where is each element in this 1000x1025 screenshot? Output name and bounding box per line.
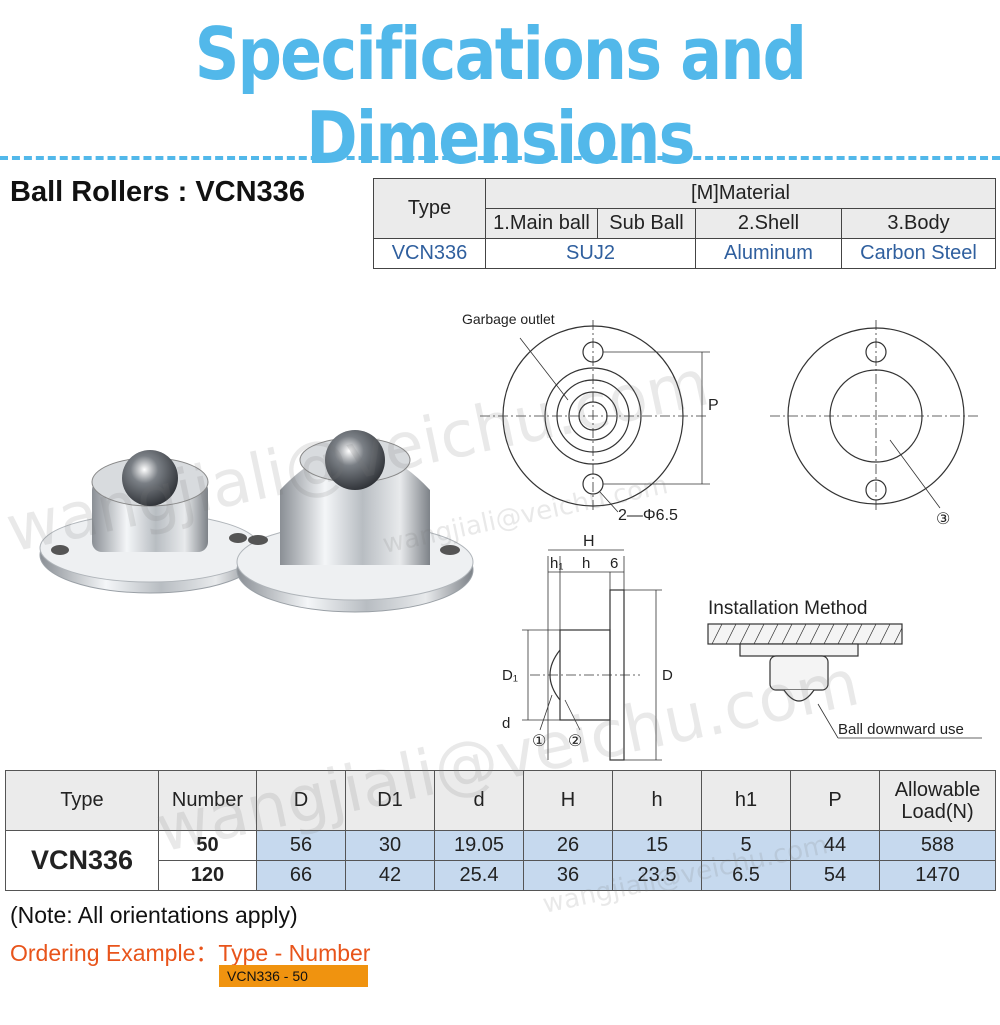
orientation-note: (Note: All orientations apply)	[10, 902, 298, 928]
spec-h-header: h	[612, 770, 702, 831]
dim-d-big-label: D	[662, 667, 673, 684]
body-material-value: Carbon Steel	[841, 238, 996, 269]
holes-label: 2—Φ6.5	[618, 507, 678, 524]
callout-1-label: ①	[532, 733, 546, 750]
dim-h-small-label: h	[582, 555, 590, 572]
technical-drawings: Garbage outlet P 2—Φ6.5 ③ H h₁ h 6 D₁	[462, 311, 982, 761]
body-header: 3.Body	[841, 208, 996, 239]
spec-table: Type Number D D1 d H h h1 P Allowable Lo…	[5, 770, 996, 891]
ordering-example-badge: VCN336 - 50	[219, 965, 368, 987]
spec-number-header: Number	[158, 770, 257, 831]
shell-material-value: Aluminum	[695, 238, 842, 269]
page-title: Specifications and Dimensions	[194, 12, 807, 180]
material-table: Type [M]Material 1.Main ball Sub Ball 2.…	[373, 178, 996, 269]
installation-drawing	[707, 623, 982, 739]
spec-cell: 588	[879, 830, 996, 861]
spec-D1-header: D1	[345, 770, 435, 831]
side-view-drawing	[522, 549, 662, 761]
garbage-outlet-label: Garbage outlet	[462, 311, 555, 327]
spec-type-header: Type	[5, 770, 159, 831]
spec-cell: 6.5	[701, 860, 791, 891]
spec-cell: 25.4	[434, 860, 524, 891]
main-ball-header: 1.Main ball	[485, 208, 598, 239]
material-header: [M]Material	[485, 178, 996, 209]
top-view-drawing	[480, 320, 710, 513]
spec-cell: 19.05	[434, 830, 524, 861]
spec-cell: 30	[345, 830, 435, 861]
spec-cell: 44	[790, 830, 880, 861]
spec-number-50: 50	[158, 830, 257, 861]
callout-3-label: ③	[936, 511, 950, 528]
dim-d1-label: D₁	[502, 667, 518, 684]
spec-cell: 66	[256, 860, 346, 891]
spec-h1-header: h1	[701, 770, 791, 831]
dim-p-label: P	[708, 397, 719, 414]
product-subtitle: Ball Rollers : VCN336	[10, 176, 305, 208]
spec-cell: 23.5	[612, 860, 702, 891]
spec-cell: 56	[256, 830, 346, 861]
spec-type-value: VCN336	[5, 830, 159, 891]
spec-d-header: d	[434, 770, 524, 831]
spec-cell: 36	[523, 860, 613, 891]
material-type-header: Type	[373, 178, 486, 239]
bottom-view-drawing	[770, 320, 980, 512]
dim-h1-label: h₁	[550, 555, 563, 572]
dim-h-label: H	[583, 533, 595, 550]
spec-D-header: D	[256, 770, 346, 831]
sub-ball-header: Sub Ball	[597, 208, 696, 239]
shell-header: 2.Shell	[695, 208, 842, 239]
spec-cell: 42	[345, 860, 435, 891]
spec-number-120: 120	[158, 860, 257, 891]
spec-load-header: Allowable Load(N)	[879, 770, 996, 831]
spec-cell: 1470	[879, 860, 996, 891]
spec-cell: 26	[523, 830, 613, 861]
installation-title: Installation Method	[708, 598, 868, 619]
material-type-value: VCN336	[373, 238, 486, 269]
spec-cell: 54	[790, 860, 880, 891]
dim-6-label: 6	[610, 555, 618, 572]
spec-P-header: P	[790, 770, 880, 831]
ball-material-value: SUJ2	[485, 238, 696, 269]
dashed-divider	[0, 156, 1000, 160]
product-photo	[39, 430, 474, 613]
spec-cell: 5	[701, 830, 791, 861]
ball-downward-label: Ball downward use	[838, 721, 964, 738]
large-roller-image	[236, 430, 474, 613]
spec-cell: 15	[612, 830, 702, 861]
dim-d-small-label: d	[502, 715, 510, 732]
table-row: 120 66 42 25.4 36 23.5 6.5 54 1470	[6, 860, 996, 891]
small-roller-image	[39, 450, 261, 594]
ordering-example: Ordering Example：Type - Number	[10, 940, 371, 966]
callout-2-label: ②	[568, 733, 582, 750]
spec-H-header: H	[523, 770, 613, 831]
table-row: VCN336 50 56 30 19.05 26 15 5 44 588	[5, 830, 996, 891]
